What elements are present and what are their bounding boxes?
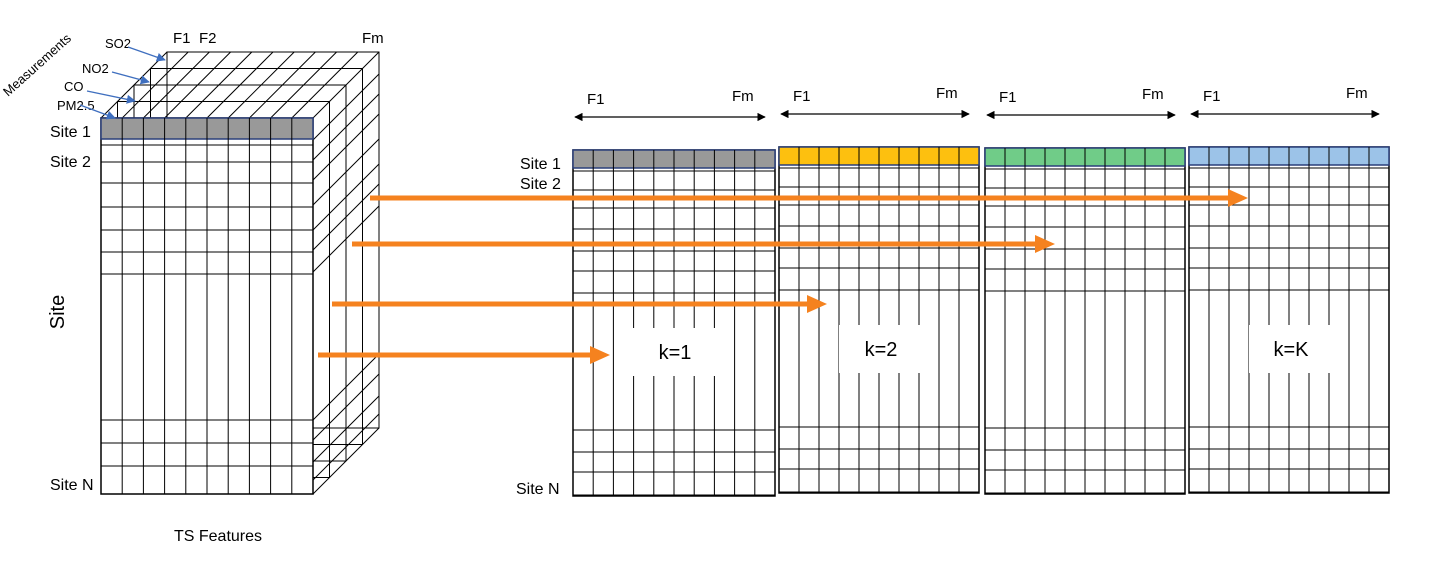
cluster-panel-3: F1 Fm xyxy=(984,86,1186,495)
cluster-fm-label: Fm xyxy=(1346,85,1368,102)
cluster-label: k=1 xyxy=(659,342,692,364)
cube-top-column-line xyxy=(270,51,337,119)
cluster-f1-label: F1 xyxy=(999,89,1017,106)
cube-front-face xyxy=(100,117,314,495)
measurement-co-label: CO xyxy=(64,79,84,94)
mapping-arrow-1 xyxy=(370,189,1248,207)
mapping-arrows xyxy=(318,189,1248,364)
cluster-panel-1: F1 Fm k=1 xyxy=(572,88,776,497)
mapping-arrow-head xyxy=(1035,235,1055,253)
cluster-site2-label: Site 2 xyxy=(520,176,561,193)
no2-pointer-arrow xyxy=(111,71,150,85)
cube-side-row-line xyxy=(312,138,380,206)
cluster-f1-label: F1 xyxy=(1203,88,1221,105)
cluster-siten-label: Site N xyxy=(516,481,560,498)
mapping-arrow-head xyxy=(590,346,610,364)
cube-top-column-line xyxy=(291,51,359,119)
mapping-arrow-head xyxy=(1228,189,1248,207)
cluster-label: k=K xyxy=(1273,339,1309,361)
cube-site2-label: Site 2 xyxy=(50,154,91,171)
cluster-panel-2: F1 Fm k=2 xyxy=(778,85,980,494)
cluster-f1-label: F1 xyxy=(587,91,605,108)
cube-depth-edge-1 xyxy=(100,51,168,119)
cluster-f1-label: F1 xyxy=(793,88,811,105)
measurement-pm25-label: PM2.5 xyxy=(57,98,95,113)
cube-top-column-line xyxy=(185,51,253,119)
cluster-fm-label: Fm xyxy=(936,85,958,102)
cluster-label-box xyxy=(1249,325,1333,373)
cube-side-row-line xyxy=(312,183,380,251)
cube-siten-label: Site N xyxy=(50,477,94,494)
mapping-arrow-2 xyxy=(352,235,1055,253)
pm25-pointer-arrow xyxy=(79,104,116,120)
data-cube: Measurements SO2 NO2 CO PM2.5 F1 F2 Fm S… xyxy=(0,30,384,545)
mapping-arrow-3 xyxy=(332,295,827,313)
measurement-so2-label: SO2 xyxy=(105,36,131,51)
cluster-panels: F1 Fm k=1 F1 Fm k=2 F1 Fm F1 Fm k=K xyxy=(572,85,1390,497)
cube-side-row-line xyxy=(312,113,380,181)
cube-side-row-line xyxy=(312,163,380,231)
cube-f1-label: F1 xyxy=(173,30,191,47)
cluster-label-box xyxy=(633,328,717,376)
so2-pointer-arrow xyxy=(127,46,166,62)
cube-depth-edge-2 xyxy=(312,51,380,119)
cube-side-row-line xyxy=(312,413,380,481)
cube-side-row-line xyxy=(312,73,380,141)
mapping-arrow-4 xyxy=(318,346,610,364)
cube-side-row-line xyxy=(312,395,380,463)
cluster-label: k=2 xyxy=(865,339,898,361)
mapping-arrow-head xyxy=(807,295,827,313)
cluster-fm-label: Fm xyxy=(1142,86,1164,103)
co-pointer-arrow xyxy=(86,90,136,104)
cluster-fm-label: Fm xyxy=(732,88,754,105)
cube-top-column-line xyxy=(227,51,295,119)
measurement-no2-label: NO2 xyxy=(82,61,109,76)
cube-top-column-line xyxy=(249,51,316,119)
cube-side-row-line xyxy=(312,93,380,161)
cube-side-row-line xyxy=(312,373,380,441)
cube-top-column-line xyxy=(143,51,210,119)
cube-side-row-line xyxy=(312,353,380,421)
cluster-panel-4: F1 Fm k=K xyxy=(1188,85,1390,494)
cube-f2-label: F2 xyxy=(199,30,217,47)
ts-features-label: TS Features xyxy=(174,528,262,545)
cube-top-column-line xyxy=(121,51,189,119)
cluster-site1-label: Site 1 xyxy=(520,156,561,173)
cube-top-column-line xyxy=(206,51,274,119)
cluster-label-box xyxy=(839,325,923,373)
cube-site1-label: Site 1 xyxy=(50,124,91,141)
cube-depth-edge-3 xyxy=(312,427,380,495)
cube-top-column-line xyxy=(164,51,231,119)
cube-fm-label: Fm xyxy=(362,30,384,47)
cube-side-row-line xyxy=(312,205,380,273)
site-axis-label: Site xyxy=(47,295,69,329)
